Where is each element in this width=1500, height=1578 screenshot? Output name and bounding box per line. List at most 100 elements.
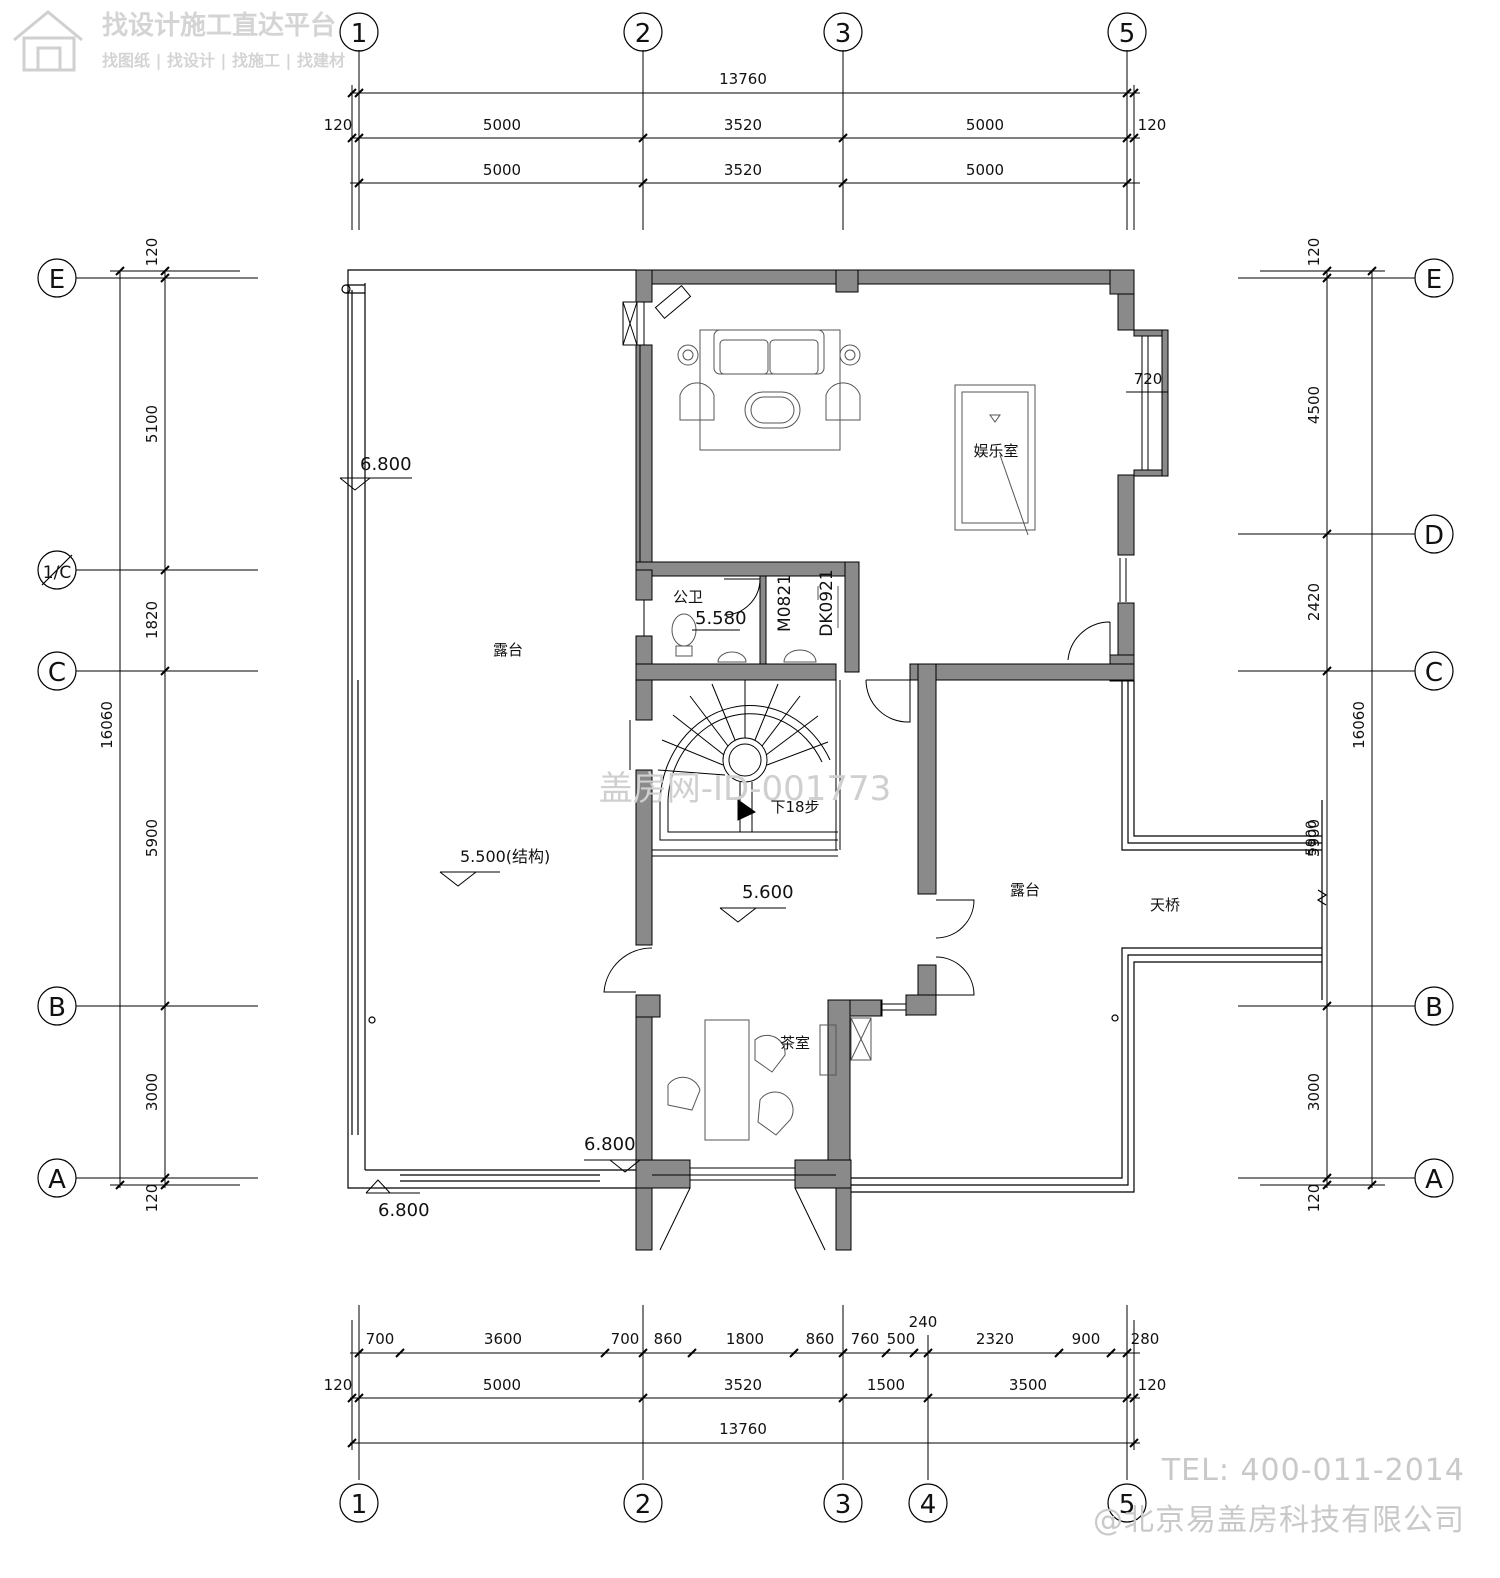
top-axis-1: 1 — [351, 19, 368, 49]
top-total-dim: 13760 — [719, 70, 767, 88]
right-dim-1: 4500 — [1305, 386, 1323, 424]
right-axis-D: D — [1424, 521, 1444, 551]
door-dk0921: DK0921 — [817, 569, 837, 637]
room-bridge: 天桥 — [1150, 896, 1180, 914]
left-terrace-outline — [341, 269, 636, 1189]
top-right-offset-dim: 120 — [1138, 116, 1167, 134]
bay-window — [1126, 336, 1168, 470]
bottom-axis-4: 4 — [920, 1490, 937, 1520]
top-dim-r2-3: 5000 — [966, 161, 1004, 179]
left-dim-top: 120 — [143, 238, 161, 267]
left-axis-1c: 1/C — [43, 563, 71, 583]
level-markers — [339, 477, 786, 1194]
bottom-dimensions — [347, 1305, 1140, 1480]
bottom-dim-r2-4: 3500 — [1009, 1376, 1047, 1394]
left-dim-4: 3000 — [143, 1073, 161, 1111]
bottom-dim-r1-9: 2320 — [976, 1330, 1014, 1348]
walls — [635, 269, 1169, 1251]
left-dim-3: 5900 — [143, 819, 161, 857]
top-dimensions — [347, 50, 1140, 230]
right-dimensions — [1238, 266, 1415, 1190]
room-tea: 茶室 — [780, 1034, 810, 1052]
room-terrace-right: 露台 — [1010, 881, 1040, 899]
bottom-axis-5: 5 — [1119, 1490, 1136, 1520]
right-axis-bubbles — [1414, 258, 1454, 1198]
left-axis-E: E — [49, 265, 65, 295]
level-5: 6.800 — [584, 1134, 636, 1155]
left-dim-2: 1820 — [143, 601, 161, 639]
toilet-fixtures — [671, 586, 839, 663]
bottom-dim-r2-3: 1500 — [867, 1376, 905, 1394]
top-left-offset-dim: 120 — [324, 116, 353, 134]
right-terrace-outline — [851, 681, 1328, 1193]
bottom-dim-r1-11: 280 — [1131, 1330, 1160, 1348]
pool-table — [954, 384, 1036, 536]
room-terrace-left: 露台 — [493, 641, 523, 659]
left-dimensions — [76, 266, 258, 1190]
bottom-dim-r1-3: 700 — [611, 1330, 640, 1348]
right-axis-A: A — [1425, 1165, 1443, 1195]
right-dim-total: 16060 — [1350, 701, 1368, 749]
left-axis-B: B — [48, 993, 66, 1023]
bottom-dim-r1-5: 1800 — [726, 1330, 764, 1348]
watermark-center: 盖房网-ID-001773 — [599, 769, 892, 809]
left-axis-C: C — [48, 658, 66, 688]
bottom-axis-1: 1 — [351, 1490, 368, 1520]
watermark-logo — [13, 10, 83, 72]
top-dim-r2-1: 5000 — [483, 161, 521, 179]
top-axis-2: 2 — [635, 19, 652, 49]
right-dim-top: 120 — [1305, 238, 1323, 267]
left-dim-total: 16060 — [98, 701, 116, 749]
wall-lines — [629, 302, 1127, 1181]
stair-label: 下18步 — [770, 798, 819, 816]
right-axis-B: B — [1425, 993, 1443, 1023]
sofa-set — [677, 329, 861, 451]
bottom-right-offset-dim: 120 — [1138, 1376, 1167, 1394]
right-dim-2: 2420 — [1305, 583, 1323, 621]
footer-company: @北京易盖房科技有限公司 — [1093, 1503, 1465, 1538]
top-dim-r1-3: 5000 — [966, 116, 1004, 134]
level-2: 5.580 — [695, 608, 747, 629]
spiral-stair — [657, 680, 838, 841]
top-axis-3: 3 — [835, 19, 852, 49]
bottom-dim-r1-1: 700 — [366, 1330, 395, 1348]
right-dim-3: 5900 — [1305, 819, 1323, 857]
bottom-dim-r1-6: 860 — [806, 1330, 835, 1348]
bottom-axis-bubbles — [339, 1483, 1147, 1523]
bottom-axis-2: 2 — [635, 1490, 652, 1520]
bottom-dim-r1-7: 760 — [851, 1330, 880, 1348]
watermark-title: 找设计施工直达平台 — [102, 10, 336, 41]
left-dim-1: 5100 — [143, 405, 161, 443]
bottom-total-dim: 13760 — [719, 1420, 767, 1438]
bottom-axis-3: 3 — [835, 1490, 852, 1520]
tea-room-furniture — [667, 1017, 872, 1141]
right-axis-E: E — [1426, 265, 1442, 295]
top-axis-bubbles — [339, 12, 1147, 52]
bay-window-dim: 720 — [1134, 370, 1163, 388]
level-1: 6.800 — [360, 454, 412, 475]
bottom-dim-r1-8: 500 — [887, 1330, 916, 1348]
bottom-left-offset-dim: 120 — [324, 1376, 353, 1394]
bottom-dim-r2-1: 5000 — [483, 1376, 521, 1394]
level-3: 5.500(结构) — [460, 847, 550, 866]
top-axis-5: 5 — [1119, 19, 1136, 49]
bottom-dim-r1-2: 3600 — [484, 1330, 522, 1348]
top-dim-r2-2: 3520 — [724, 161, 762, 179]
level-4: 5.600 — [742, 882, 794, 903]
left-axis-A: A — [48, 1165, 66, 1195]
ac-unit — [622, 285, 692, 346]
bottom-dim-r1-10: 900 — [1072, 1330, 1101, 1348]
top-dim-r1-1: 5000 — [483, 116, 521, 134]
bridge-dim: 5900 — [1304, 820, 1320, 856]
doors — [603, 578, 1111, 1251]
left-axis-bubbles — [37, 258, 77, 1198]
room-entertainment: 娱乐室 — [973, 442, 1018, 460]
left-dim-bottom: 120 — [143, 1184, 161, 1213]
watermark-subtitle: 找图纸 | 找设计 | 找施工 | 找建材 — [102, 51, 345, 71]
bottom-dim-r2-2: 3520 — [724, 1376, 762, 1394]
top-dim-r1-2: 3520 — [724, 116, 762, 134]
level-6: 6.800 — [378, 1200, 430, 1221]
room-toilet: 公卫 — [673, 588, 703, 606]
bottom-dim-r1-4: 860 — [654, 1330, 683, 1348]
